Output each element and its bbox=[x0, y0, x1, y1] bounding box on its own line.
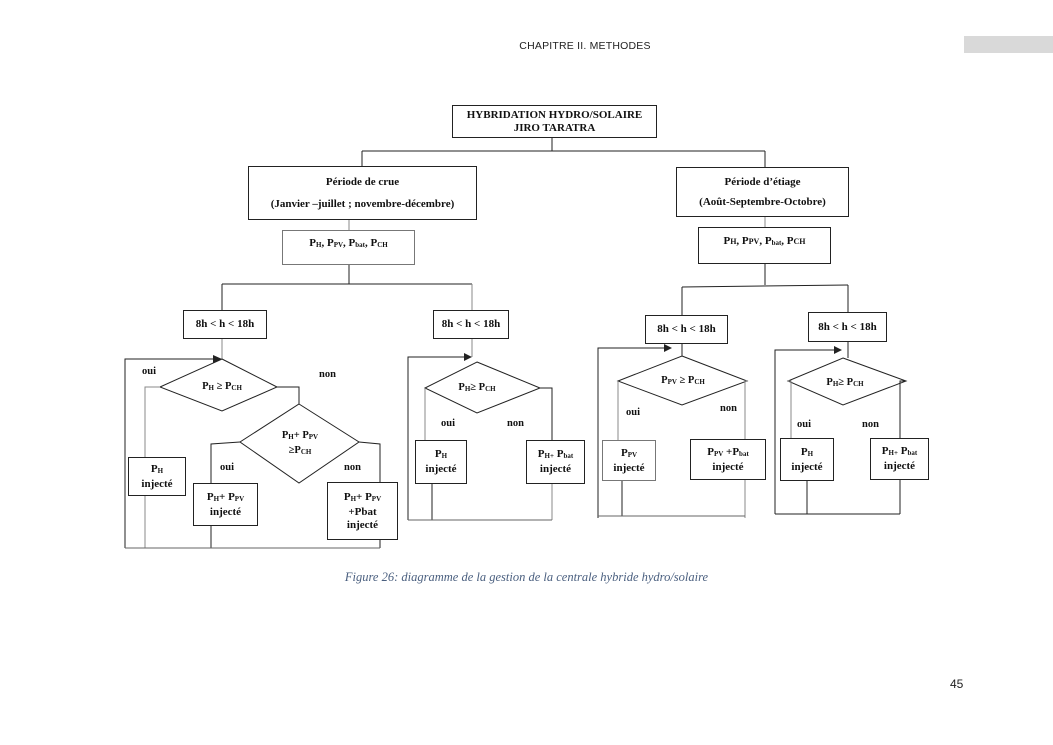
decision-label: PH ≥ PCH bbox=[202, 381, 242, 392]
loop-connector bbox=[407, 356, 466, 520]
time-condition-node: 8h < h < 18h bbox=[433, 310, 509, 339]
connector bbox=[277, 386, 300, 404]
period-crue-node: Période de crue (Janvier –juillet ; nove… bbox=[248, 166, 477, 220]
time-condition-node: 8h < h < 18h bbox=[645, 315, 728, 344]
yes-label: oui bbox=[441, 418, 456, 429]
result-node: PPV +Pbat injecté bbox=[690, 439, 766, 480]
decision-label: PH≥ PCH bbox=[826, 377, 864, 388]
result-node: PH+ Pbat injecté bbox=[870, 438, 929, 480]
result-power: PH bbox=[150, 462, 164, 475]
figure-caption: Figure 26: diagramme de la gestion de la… bbox=[344, 570, 709, 584]
root-subtitle: JIRO TARATRA bbox=[513, 121, 596, 134]
result-power: PH+ Pbat bbox=[881, 445, 918, 457]
period-months: (Août-Septembre-Octobre) bbox=[699, 195, 826, 208]
decision-label: PPV ≥ PCH bbox=[661, 375, 705, 386]
result-power: PPV bbox=[620, 446, 638, 459]
result-status: injecté bbox=[141, 477, 173, 490]
loop-connector bbox=[774, 349, 836, 514]
result-node: PH+ Pbat injecté bbox=[526, 440, 585, 484]
page-number: 45 bbox=[950, 677, 964, 691]
result-status: injecté bbox=[209, 505, 242, 518]
result-power: PH+ PPV bbox=[206, 490, 245, 503]
result-status: injecté bbox=[539, 463, 572, 475]
loop-connector bbox=[597, 347, 666, 518]
chapter-header: CHAPITRE II. METHODES bbox=[519, 40, 651, 52]
result-power: PH+ Pbat bbox=[537, 448, 574, 460]
root-title: HYBRIDATION HYDRO/SOLAIRE bbox=[466, 108, 643, 121]
result-status: injecté bbox=[791, 460, 823, 473]
arrow-head-icon bbox=[464, 353, 472, 361]
result-node: PPV injecté bbox=[602, 440, 656, 481]
result-status: injecté bbox=[883, 460, 916, 472]
result-node: PH+ PPV injecté bbox=[193, 483, 258, 526]
result-node: PH injecté bbox=[415, 440, 467, 484]
period-title: Période d’étiage bbox=[724, 175, 801, 188]
yes-label: oui bbox=[142, 366, 157, 377]
result-node: PH injecté bbox=[780, 438, 834, 481]
decision-label: PH≥ PCH bbox=[458, 382, 496, 393]
result-power: PH bbox=[434, 448, 448, 460]
no-label: non bbox=[507, 418, 524, 429]
arrow-head-icon bbox=[664, 344, 672, 352]
decision-label: PH+ PPV≥PCH bbox=[281, 430, 319, 456]
no-label: non bbox=[862, 419, 879, 430]
loop-connector bbox=[124, 358, 216, 548]
period-etiage-node: Période d’étiage (Août-Septembre-Octobre… bbox=[676, 167, 849, 217]
no-label: non bbox=[319, 369, 336, 380]
yes-label: oui bbox=[220, 462, 235, 473]
decision-diamond bbox=[239, 403, 360, 484]
params-text: PH, PPV, Pbat, PCH bbox=[723, 235, 806, 247]
header-decoration bbox=[964, 36, 1053, 53]
params-node: PH, PPV, Pbat, PCH bbox=[282, 230, 415, 265]
result-power: PH bbox=[800, 445, 814, 458]
decision-diamond bbox=[786, 357, 908, 406]
result-node: PH injecté bbox=[128, 457, 186, 496]
result-status: injecté bbox=[346, 518, 379, 531]
result-power: PPV +Pbat bbox=[707, 445, 749, 458]
arrow-head-icon bbox=[834, 346, 842, 354]
period-months: (Janvier –juillet ; novembre-décembre) bbox=[270, 197, 455, 210]
params-node: PH, PPV, Pbat, PCH bbox=[698, 227, 831, 264]
connector bbox=[788, 380, 792, 438]
connector bbox=[681, 284, 849, 288]
decision-diamond bbox=[616, 355, 749, 406]
connector bbox=[210, 441, 241, 483]
result-power: PH+ PPV bbox=[343, 490, 382, 503]
connector bbox=[358, 441, 381, 483]
yes-label: oui bbox=[797, 419, 812, 430]
no-label: non bbox=[720, 403, 737, 414]
result-status: injecté bbox=[613, 461, 645, 474]
root-node: HYBRIDATION HYDRO/SOLAIRE JIRO TARATRA bbox=[452, 105, 657, 138]
connector bbox=[540, 387, 553, 440]
decision-diamond bbox=[423, 361, 542, 414]
time-condition-node: 8h < h < 18h bbox=[808, 312, 887, 342]
decision-diamond bbox=[158, 358, 279, 412]
no-label: non bbox=[344, 462, 361, 473]
arrow-head-icon bbox=[213, 355, 222, 363]
result-status: injecté bbox=[425, 463, 457, 475]
time-condition-node: 8h < h < 18h bbox=[183, 310, 267, 339]
yes-label: oui bbox=[626, 407, 641, 418]
result-status: injecté bbox=[712, 460, 744, 473]
period-title: Période de crue bbox=[325, 175, 400, 188]
params-text: PH, PPV, Pbat, PCH bbox=[309, 237, 388, 249]
